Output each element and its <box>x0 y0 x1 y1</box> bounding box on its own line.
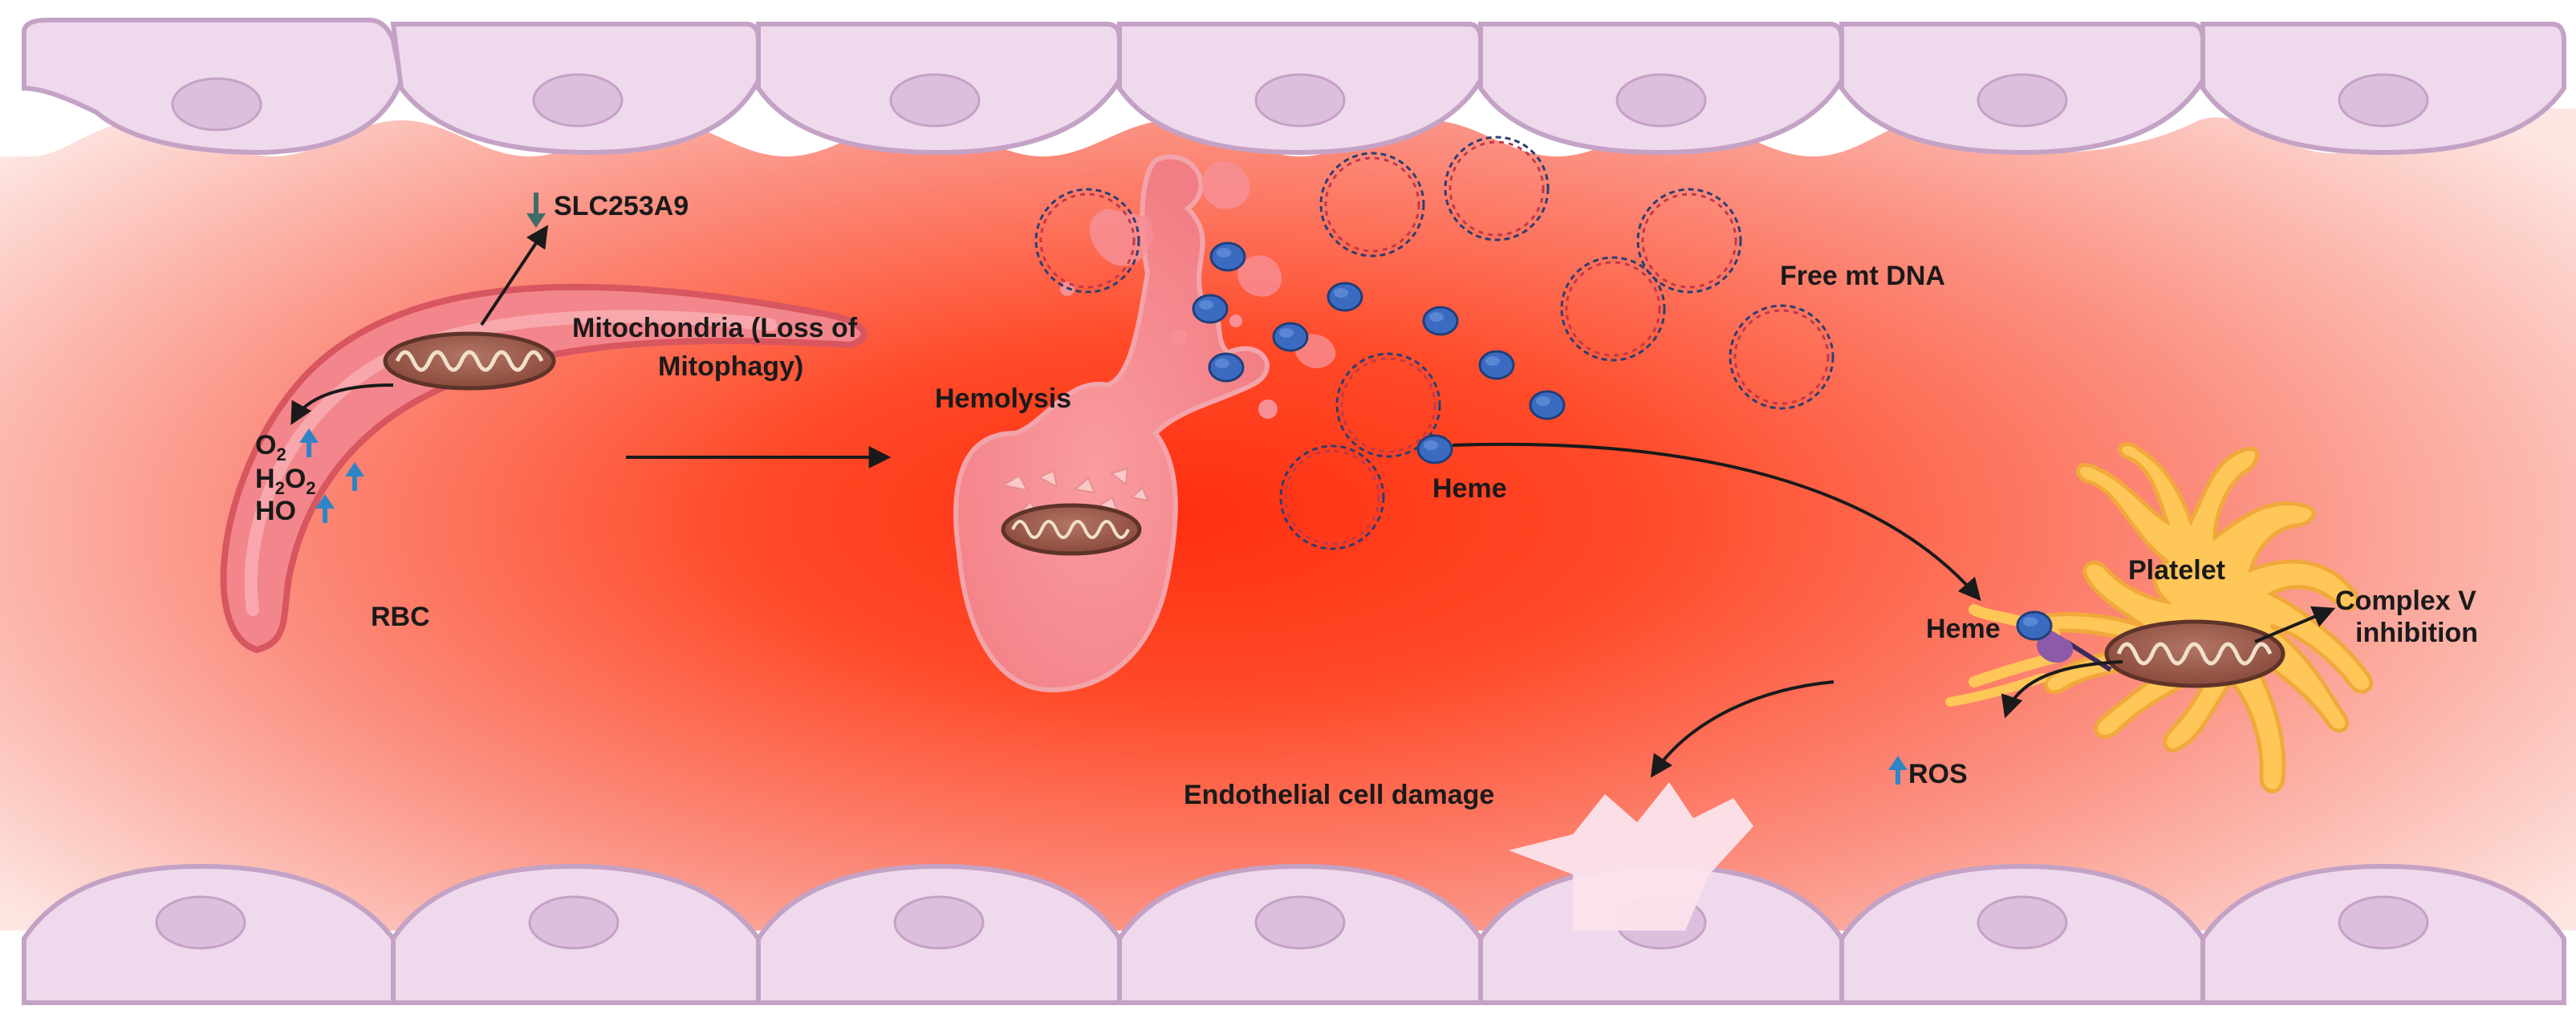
nucleus <box>171 77 262 132</box>
up-arrow-icon <box>299 428 319 457</box>
heme-molecule-icon <box>1478 350 1515 380</box>
heme-molecule-icon <box>1208 352 1245 383</box>
arrow-to-complex-v <box>2254 606 2336 643</box>
hemolysis-label: Hemolysis <box>935 383 1071 414</box>
heme-platelet-label: Heme <box>1926 614 2001 644</box>
heme-center-label: Heme <box>1432 473 1507 504</box>
heme-molecule-icon <box>1327 282 1363 312</box>
up-arrow-icon <box>315 494 335 523</box>
rbc-mitochondrion <box>383 331 556 391</box>
arrow-to-endothelial-damage <box>1650 680 1834 778</box>
ho-label: HO <box>255 496 296 526</box>
complex-v-label-line2: inhibition <box>2355 618 2478 648</box>
mitochondria-label-line1: Mitochondria (Loss of <box>572 313 858 343</box>
top-endothelium <box>0 0 2576 156</box>
heme-molecule-icon <box>1529 390 1566 420</box>
slc-label: SLC253A9 <box>554 191 689 221</box>
rbc-label: RBC <box>371 602 430 632</box>
heme-molecule-icon <box>1209 241 1246 272</box>
endothelial-damage-label: Endothelial cell damage <box>1184 780 1494 810</box>
free-mtdna-label: Free mt DNA <box>1780 261 1945 291</box>
activated-platelet <box>1945 442 2374 793</box>
arrow-heme-to-platelet <box>1452 442 1981 602</box>
arrow-to-ros <box>2001 660 2123 719</box>
mitochondria-label-line2: Mitophagy) <box>658 351 803 382</box>
heme-receptor <box>2016 610 2112 672</box>
heme-molecule-icon <box>1192 294 1229 324</box>
o2-label: O2 <box>255 430 286 464</box>
arrow-to-slc <box>480 225 549 326</box>
arrow-to-ros-list <box>291 383 394 425</box>
complex-v-label-line1: Complex V <box>2335 586 2476 616</box>
heme-molecule-icon <box>1416 434 1453 464</box>
hemolyzing-rbc <box>953 154 1336 693</box>
platelet-label: Platelet <box>2128 555 2225 586</box>
heme-molecule-icon <box>1422 306 1459 336</box>
damaged-endothelial-cell <box>1509 782 1753 931</box>
oxidant-list: O2 H2O2 HO <box>255 428 364 526</box>
slc-down-arrow-icon <box>526 193 546 228</box>
bottom-endothelium <box>0 863 2576 1026</box>
ros-label: ROS <box>1908 759 1968 789</box>
h2o2-label: H2O2 <box>255 464 316 498</box>
up-arrow-icon <box>345 462 364 491</box>
heme-molecule-icon <box>1272 322 1309 352</box>
up-arrow-icon <box>1888 756 1908 785</box>
heme-molecule-icon <box>2016 610 2053 641</box>
